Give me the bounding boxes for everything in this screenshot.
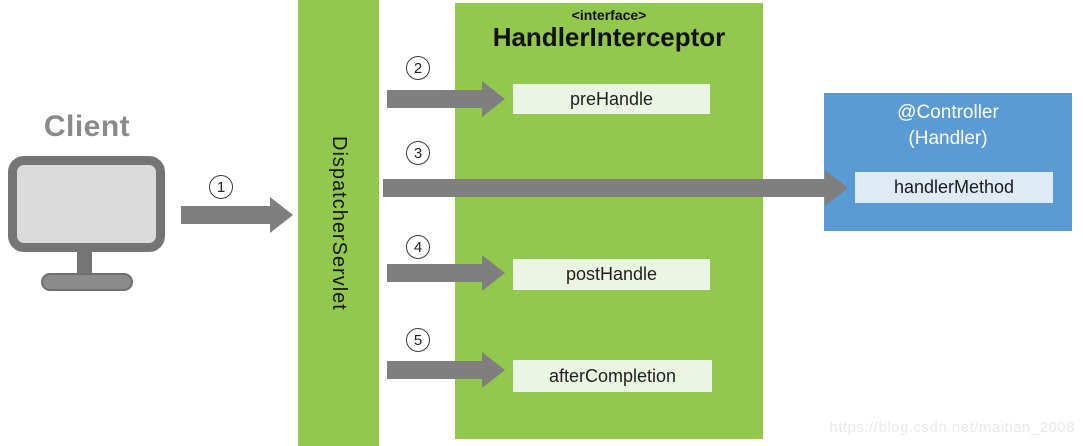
arrow-dispatcher-to-handlermethod xyxy=(383,170,848,206)
monitor-stand-neck xyxy=(77,251,92,276)
arrow-head-icon xyxy=(270,197,293,233)
controller-title-line2: (Handler) xyxy=(908,128,988,149)
arrow-tail xyxy=(387,361,484,379)
controller-title: @Controller (Handler) xyxy=(824,100,1072,152)
arrow-client-to-dispatcher xyxy=(181,197,293,233)
controller-title-line1: @Controller xyxy=(897,102,999,123)
arrow-head-icon xyxy=(482,81,505,117)
arrow-tail xyxy=(383,179,827,197)
posthandle-method-box: postHandle xyxy=(513,259,710,290)
arrow-dispatcher-to-aftercompletion xyxy=(387,352,505,388)
arrow-head-icon xyxy=(482,255,505,291)
watermark: https://blog.csdn.net/maitian_2008 xyxy=(829,419,1075,436)
arrow-tail xyxy=(181,206,272,224)
step-number-3: 3 xyxy=(406,141,430,165)
arrow-head-icon xyxy=(825,170,848,206)
client-label: Client xyxy=(43,110,131,143)
dispatcher-servlet-label: DispatcherServlet xyxy=(328,135,350,311)
arrow-head-icon xyxy=(482,352,505,388)
arrow-dispatcher-to-prehandle xyxy=(387,81,505,117)
step-number-1: 1 xyxy=(209,175,233,199)
arrow-dispatcher-to-posthandle xyxy=(387,255,505,291)
step-number-4: 4 xyxy=(406,235,430,259)
handler-interceptor-title: HandlerInterceptor xyxy=(492,22,726,52)
arrow-tail xyxy=(387,264,484,282)
monitor-icon xyxy=(8,156,165,252)
step-number-5: 5 xyxy=(406,328,430,352)
dispatcher-servlet-bar: DispatcherServlet xyxy=(298,0,379,446)
interface-stereotype-label: <interface> xyxy=(571,7,647,23)
monitor-stand-base xyxy=(41,273,133,291)
step-number-2: 2 xyxy=(406,56,430,80)
prehandle-method-box: preHandle xyxy=(513,84,710,114)
controller-box xyxy=(824,93,1072,231)
aftercompletion-method-box: afterCompletion xyxy=(513,360,712,392)
arrow-tail xyxy=(387,90,484,108)
handler-method-box: handlerMethod xyxy=(855,172,1053,203)
